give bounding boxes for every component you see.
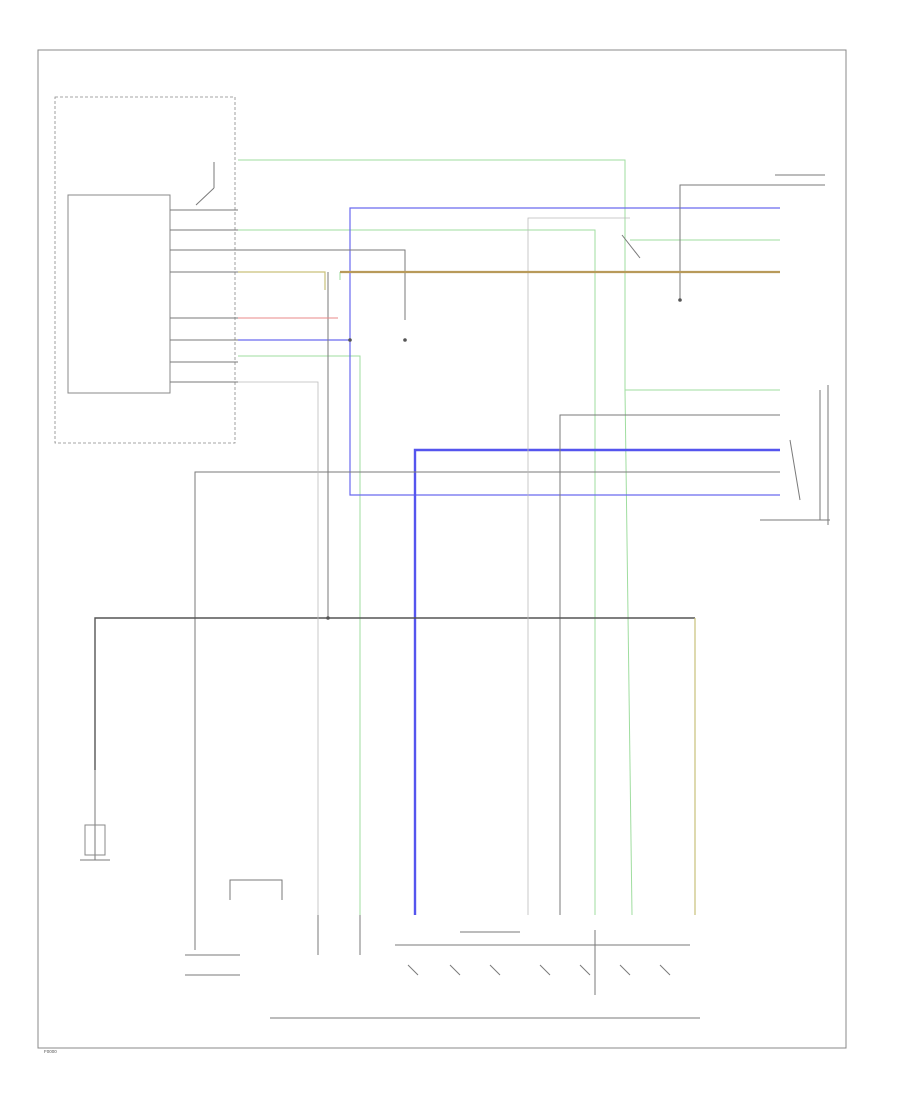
control-module — [54, 96, 238, 444]
control-module-connector — [67, 194, 171, 394]
green-wires — [238, 159, 780, 916]
left-component — [80, 770, 110, 861]
splice-dots — [326, 298, 682, 620]
bottom-switches — [185, 879, 700, 1019]
black-wires — [94, 184, 825, 950]
control-module-outline — [54, 96, 236, 444]
blue-wires — [238, 207, 780, 915]
colored-wires — [238, 270, 780, 915]
corner-id: F0000 — [44, 1049, 57, 1054]
right-connector — [760, 174, 830, 525]
diagram-frame — [37, 49, 847, 1049]
